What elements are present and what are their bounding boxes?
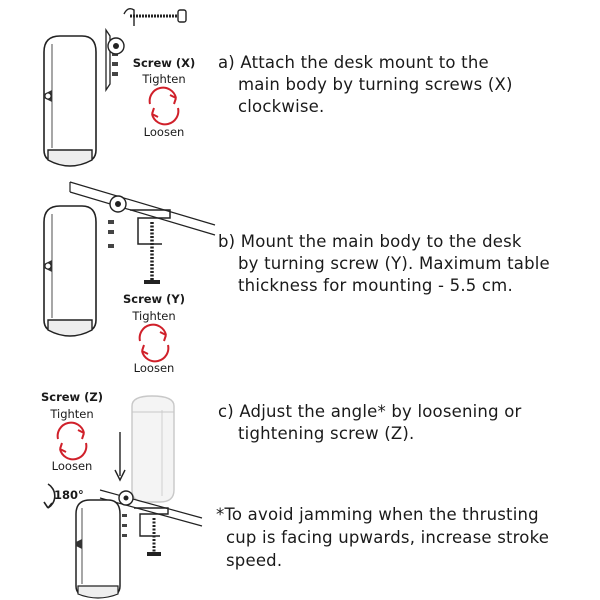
step-b-text: b) Mount the main body to the desk by tu… [218,231,550,297]
step-a-line1: a) Attach the desk mount to the [218,53,489,72]
desk-clamp [69,181,216,284]
screw-y-loosen-label: Loosen [133,361,175,375]
screw-z-loosen-label: Loosen [51,459,93,473]
step-c-line1: c) Adjust the angle* by loosening or [218,402,522,421]
step-a-line2: main body by turning screws (X) [238,75,513,94]
device-body [43,205,97,337]
step-a-line3: clockwise. [238,97,325,116]
step-a-text: a) Attach the desk mount to the main bod… [218,52,513,118]
rotation-180-label: 180° [54,488,84,502]
screw-z-label: Screw (Z) [40,390,104,404]
step-c-illustration [43,395,203,599]
step-b-line3: thickness for mounting - 5.5 cm. [238,276,513,295]
screw-y-label: Screw (Y) [122,292,186,306]
step-b-line2: by turning screw (Y). Maximum table [238,254,550,273]
rotate-arrows-icon [138,323,170,363]
step-c-text: c) Adjust the angle* by loosening or tig… [218,401,521,445]
step-c-line2: tightening screw (Z). [238,424,415,443]
screw-x-label: Screw (X) [132,56,196,70]
desk-mount [105,7,187,93]
footnote-line3: speed. [226,551,283,570]
footnote-line2: cup is facing upwards, increase stroke [226,528,550,547]
step-a-illustration [43,7,187,167]
footnote-line1: *To avoid jamming when the thrusting [216,505,539,524]
step-b-illustration [43,181,216,337]
screw-y-tighten-label: Tighten [132,309,176,323]
footnote: *To avoid jamming when the thrusting cup… [216,503,549,572]
step-b-line1: b) Mount the main body to the desk [218,232,522,251]
screw-x-tighten-label: Tighten [142,72,186,86]
rotate-arrows-icon [148,86,180,126]
device-body [43,35,97,167]
device-body [75,499,127,599]
rotate-arrows-icon [56,421,88,461]
screw-z-tighten-label: Tighten [50,407,94,421]
screw-x-loosen-label: Loosen [143,125,185,139]
device-body-upright-ghost [131,395,175,503]
